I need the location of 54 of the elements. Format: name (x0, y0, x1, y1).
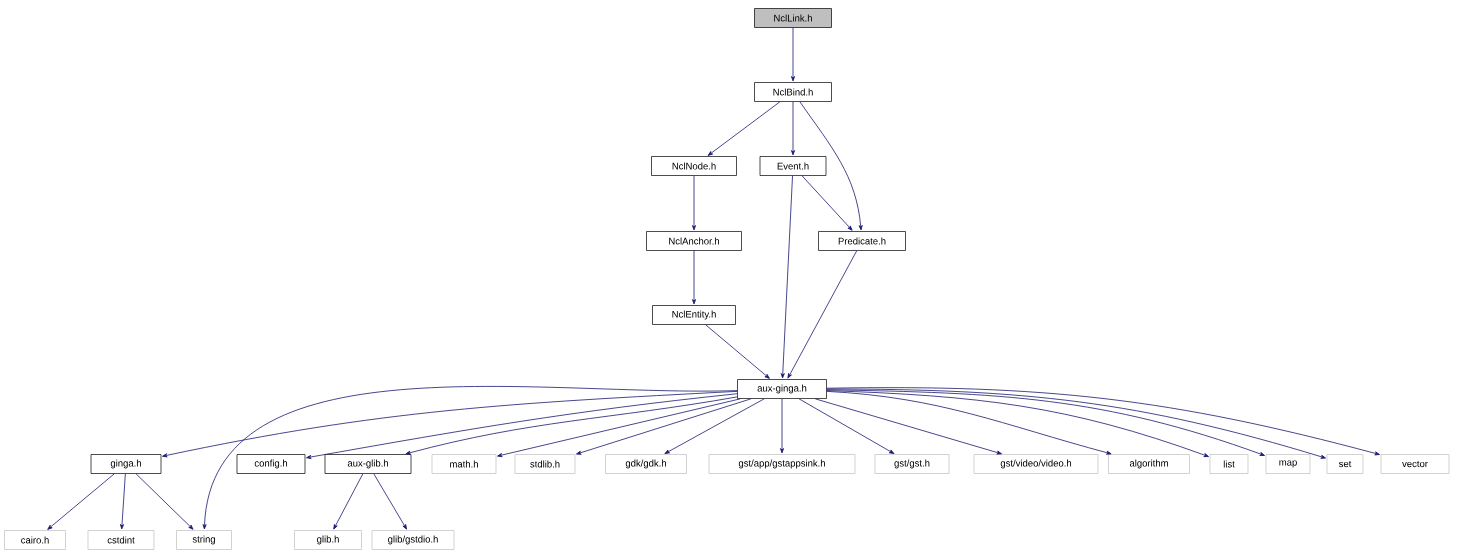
file-box: config.h (236, 454, 306, 474)
arrow (373, 473, 407, 530)
file-box: string (176, 530, 232, 550)
arrow (798, 398, 895, 454)
file-box: aux-ginga.h (737, 379, 827, 399)
arrow (826, 390, 1112, 455)
arrow (47, 473, 115, 530)
file-box: glib.h (294, 530, 362, 550)
file-box: NclNode.h (651, 156, 737, 176)
arrow (826, 390, 1209, 457)
file-box: glib/gstdio.h (371, 530, 455, 550)
arrow (333, 473, 364, 530)
arrow (801, 175, 853, 231)
arrow (814, 398, 1002, 455)
arrow (791, 101, 795, 156)
file-box: gst/video/video.h (973, 454, 1099, 474)
arrow (306, 393, 738, 459)
arrow (692, 175, 696, 231)
file-box: set (1326, 454, 1364, 474)
arrow (692, 250, 696, 305)
file-box: NclBind.h (754, 82, 832, 102)
file-box: ginga.h (90, 454, 162, 474)
arrow (791, 27, 795, 82)
arrow (497, 398, 741, 458)
file-box: Predicate.h (818, 231, 906, 251)
file-box: NclAnchor.h (646, 231, 742, 251)
file-box: algorithm (1108, 454, 1190, 474)
file-box: math.h (431, 454, 497, 474)
file-box: cairo.h (4, 530, 66, 550)
file-box: gst/gst.h (874, 454, 950, 474)
arrow (664, 398, 765, 454)
file-box: aux-glib.h (324, 454, 412, 474)
file-box: map (1265, 454, 1311, 474)
file-box: Event.h (759, 156, 827, 176)
arrow (162, 390, 738, 458)
arrow (780, 398, 784, 454)
file-box: gdk/gdk.h (605, 454, 687, 474)
arrow (405, 396, 738, 455)
file-box: gst/app/gstappsink.h (708, 454, 856, 474)
arrow (202, 386, 738, 530)
file-box: list (1209, 454, 1249, 474)
arrow (787, 250, 858, 379)
arrow (135, 473, 194, 530)
file-box: NclLink.h (754, 8, 832, 28)
file-box: cstdint (87, 530, 155, 550)
arrow (576, 398, 752, 455)
arrow (705, 324, 770, 379)
file-box: vector (1380, 454, 1450, 474)
arrow (120, 473, 126, 530)
file-box: NclEntity.h (652, 305, 736, 325)
arrow (780, 175, 793, 379)
arrow (707, 101, 781, 156)
arrow (799, 101, 863, 231)
file-box: stdlib.h (514, 454, 576, 474)
